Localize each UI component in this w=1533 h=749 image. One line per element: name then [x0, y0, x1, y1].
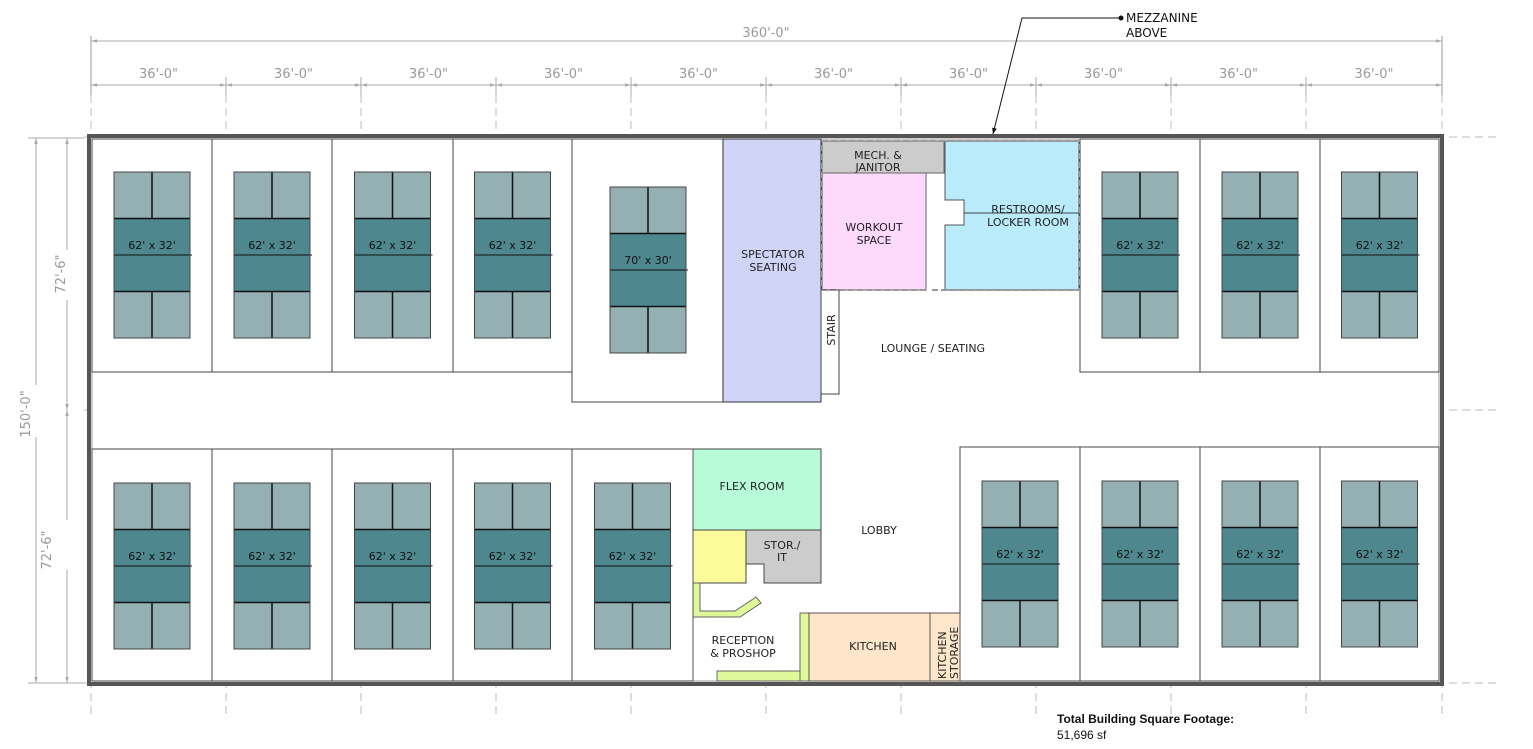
mezzanine-label-1: MEZZANINE	[1126, 11, 1198, 25]
pickleball-court[interactable]: 62' x 32'	[113, 482, 192, 650]
svg-text:STAIR: STAIR	[825, 314, 838, 346]
restrooms-locker-room[interactable]: RESTROOMS/ LOCKER ROOM	[944, 140, 1080, 291]
court-size-label: 62' x 32'	[128, 239, 176, 252]
lounge-seating-label: LOUNGE / SEATING	[881, 342, 985, 355]
pickleball-court[interactable]: 62' x 32'	[1221, 480, 1300, 648]
svg-text:KITCHEN: KITCHEN	[849, 640, 897, 653]
pickleball-court[interactable]: 62' x 32'	[1221, 171, 1300, 339]
pickleball-court[interactable]: 62' x 32'	[233, 482, 312, 650]
pickleball-court[interactable]: 62' x 32'	[1101, 171, 1180, 339]
court-size-label: 62' x 32'	[1356, 239, 1404, 252]
lobby-label: LOBBY	[861, 524, 897, 537]
pickleball-court[interactable]: 62' x 32'	[1341, 480, 1420, 648]
bay-dimension-label: 36'-0"	[1219, 67, 1258, 82]
bay-dimension-label: 36'-0"	[679, 67, 718, 82]
svg-text:SPECTATOR: SPECTATOR	[741, 248, 805, 261]
svg-text:IT: IT	[777, 551, 787, 564]
svg-text:SEATING: SEATING	[749, 261, 796, 274]
stair[interactable]: STAIR	[820, 289, 840, 395]
court-size-label: 62' x 32'	[1236, 548, 1284, 561]
bay-dimension-label: 36'-0"	[274, 67, 313, 82]
court-size-label: 62' x 32'	[1116, 548, 1164, 561]
bay-dimension-label: 36'-0"	[544, 67, 583, 82]
court-size-label: 62' x 32'	[128, 550, 176, 563]
pickleball-court[interactable]: 62' x 32'	[474, 482, 553, 650]
pickleball-court[interactable]: 62' x 32'	[113, 171, 192, 339]
dimension-strings: 360'-0" 36'-0" 36'-0" 36'-0" 36'-0" 36'-0" 36…	[16, 26, 1443, 684]
mezzanine-label-2: ABOVE	[1126, 26, 1167, 40]
pickleball-court[interactable]: 62' x 32'	[594, 482, 673, 650]
court-size-label: 62' x 32'	[489, 550, 537, 563]
svg-text:SPACE: SPACE	[857, 234, 892, 247]
court-size-label: 62' x 32'	[489, 239, 537, 252]
mech-janitor-room[interactable]: MECH. & JANITOR	[821, 140, 945, 174]
pickleball-court[interactable]: 62' x 32'	[981, 480, 1060, 648]
top-half-depth-label: 72'-6"	[54, 254, 69, 293]
overall-width-label: 360'-0"	[742, 26, 789, 41]
reception-label-2: & PROSHOP	[710, 647, 776, 660]
kitchen-storage-room[interactable]: KITCHEN STORAGE	[929, 612, 961, 682]
svg-text:RESTROOMS/: RESTROOMS/	[991, 203, 1065, 216]
svg-text:FLEX ROOM: FLEX ROOM	[720, 480, 785, 493]
court-size-label: 62' x 32'	[1356, 548, 1404, 561]
bay-dimension-label: 36'-0"	[949, 67, 988, 82]
bay-dimension-label: 36'-0"	[1084, 67, 1123, 82]
court-size-label: 62' x 32'	[248, 550, 296, 563]
square-footage-value: 51,696 sf	[1057, 728, 1107, 742]
court-size-label: 62' x 32'	[609, 550, 657, 563]
office-room[interactable]	[692, 529, 747, 584]
pickleball-court[interactable]: 62' x 32'	[354, 171, 433, 339]
court-size-label: 62' x 32'	[248, 239, 296, 252]
court-size-label: 62' x 32'	[996, 548, 1044, 561]
overall-depth-label: 150'-0"	[19, 390, 34, 437]
kitchen-room[interactable]: KITCHEN	[808, 612, 931, 682]
bay-dimension-label: 36'-0"	[139, 67, 178, 82]
court-size-label: 62' x 32'	[369, 239, 417, 252]
svg-text:WORKOUT: WORKOUT	[845, 221, 902, 234]
svg-text:MECH. &: MECH. &	[854, 149, 902, 162]
pickleball-court[interactable]: 62' x 32'	[474, 171, 553, 339]
court-size-label: 62' x 32'	[1116, 239, 1164, 252]
bottom-half-depth-label: 72'-6"	[40, 530, 55, 569]
pickleball-court[interactable]: 70' x 30'	[609, 186, 688, 354]
svg-text:KITCHEN: KITCHEN	[936, 631, 949, 679]
svg-text:STORAGE: STORAGE	[948, 627, 961, 679]
reception-label-1: RECEPTION	[712, 634, 775, 647]
spectator-seating-room[interactable]: SPECTATOR SEATING	[722, 138, 822, 403]
pickleball-court[interactable]: 62' x 32'	[233, 171, 312, 339]
mezzanine-annotation: MEZZANINE ABOVE	[992, 11, 1198, 135]
pickleball-court[interactable]: 62' x 32'	[1101, 480, 1180, 648]
flex-room[interactable]: FLEX ROOM	[692, 448, 822, 531]
square-footage-title: Total Building Square Footage:	[1057, 712, 1234, 726]
svg-text:LOCKER ROOM: LOCKER ROOM	[987, 216, 1069, 229]
court-bays: 62' x 32' 62' x 32' 62' x 32' 62' x 32' 70' …	[91, 138, 1440, 682]
court-size-label: 70' x 30'	[624, 254, 672, 267]
bay-dimension-label: 36'-0"	[814, 67, 853, 82]
svg-text:JANITOR: JANITOR	[854, 161, 900, 174]
pickleball-court[interactable]: 62' x 32'	[1341, 171, 1420, 339]
pickleball-court[interactable]: 62' x 32'	[354, 482, 433, 650]
court-size-label: 62' x 32'	[1236, 239, 1284, 252]
workout-space-room[interactable]: WORKOUT SPACE	[821, 172, 927, 291]
storage-it-room[interactable]: STOR./ IT	[745, 529, 822, 584]
bay-dimension-label: 36'-0"	[1354, 67, 1393, 82]
bay-dimension-label: 36'-0"	[409, 67, 448, 82]
svg-text:STOR./: STOR./	[764, 539, 801, 552]
court-size-label: 62' x 32'	[369, 550, 417, 563]
